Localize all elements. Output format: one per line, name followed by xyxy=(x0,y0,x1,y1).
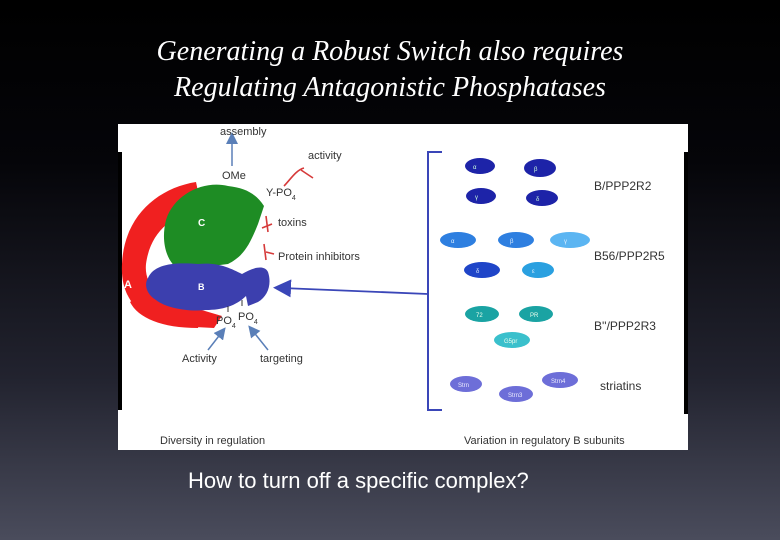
slide-title-line-2: Regulating Antagonistic Phosphatases xyxy=(174,72,606,103)
slide-title: Generating a Robust Switch also requires… xyxy=(40,34,740,106)
activity-inhibition-bar xyxy=(300,169,314,179)
toxins-inhibition-bar xyxy=(265,215,269,233)
family-blob-label: δ xyxy=(536,197,540,203)
family-blob xyxy=(494,332,530,348)
subunit-a-shape xyxy=(121,182,222,328)
po4-left-label: PO4 xyxy=(216,315,236,330)
toxins-label: toxins xyxy=(278,217,307,229)
pp2a-regulation-figure: A B C assembly OMe Y-PO4 activity toxins… xyxy=(118,124,688,450)
activity-up-arrow xyxy=(207,327,226,351)
family-blob xyxy=(465,306,499,322)
activity-inhibition-line xyxy=(283,167,305,187)
family-blob-label: γ xyxy=(475,195,478,201)
family-label-striatins: striatins xyxy=(600,379,641,393)
family-blob xyxy=(550,232,590,248)
diversity-caption: Diversity in regulation xyxy=(160,435,265,447)
family-blob xyxy=(464,262,500,278)
variation-caption: Variation in regulatory B subunits xyxy=(464,435,625,447)
family-blob-label: 72 xyxy=(476,313,483,319)
family-blob xyxy=(524,159,556,177)
family-b-ppp2r2: α β γ δ B/PPP2R2 xyxy=(465,158,652,206)
family-blob xyxy=(466,188,496,204)
family-blob-label: β xyxy=(534,167,538,173)
b-subunit-pointer-arrow xyxy=(273,279,429,298)
family-blob xyxy=(498,232,534,248)
family-blob xyxy=(542,372,578,388)
family-label-b-ppp2r2: B/PPP2R2 xyxy=(594,179,652,193)
family-blob xyxy=(450,376,482,392)
targeting-up-arrow xyxy=(248,325,269,351)
slide-title-line-1: Generating a Robust Switch also requires xyxy=(156,36,624,67)
family-blob xyxy=(519,306,553,322)
family-blob xyxy=(465,158,495,174)
b-subunit-bracket xyxy=(427,151,442,411)
family-blob-label: Strn3 xyxy=(508,393,523,399)
family-blob-label: ε xyxy=(532,269,535,275)
family-blob-label: β xyxy=(510,239,514,245)
assembly-label: assembly xyxy=(220,126,267,138)
ypo4-label: Y-PO4 xyxy=(266,187,296,202)
ome-label: OMe xyxy=(222,170,246,182)
protein-inhibitors-label: Protein inhibitors xyxy=(278,251,360,263)
family-blob xyxy=(499,386,533,402)
protein-inhibition-bar xyxy=(263,243,267,261)
protein-inhibition-line xyxy=(265,251,275,255)
targeting-label: targeting xyxy=(260,353,303,365)
figure-edge-bar xyxy=(118,152,122,410)
family-blob xyxy=(440,232,476,248)
family-b56-ppp2r5: α β γ δ ε B56/PPP2R5 xyxy=(440,232,665,278)
family-blob-label: γ xyxy=(564,239,567,245)
family-blob-label: δ xyxy=(476,269,480,275)
family-blob xyxy=(522,262,554,278)
family-label-b56-ppp2r5: B56/PPP2R5 xyxy=(594,249,665,263)
activity-label: activity xyxy=(308,150,342,162)
family-striatins: Strn Strn3 Strn4 striatins xyxy=(450,372,641,402)
subunit-b-label: B xyxy=(198,282,205,292)
slide-caption: How to turn off a specific complex? xyxy=(188,468,529,493)
family-blob-label: α xyxy=(473,165,477,171)
family-blob-label: Strn4 xyxy=(551,379,566,385)
family-blob-label: Strn xyxy=(458,383,469,389)
figure-diagram: A B C assembly OMe Y-PO4 activity toxins… xyxy=(118,126,688,447)
family-blob-label: G5pr xyxy=(504,339,517,345)
family-blob xyxy=(526,190,558,206)
po4-right-label: PO4 xyxy=(238,311,258,326)
family-blob-label: PR xyxy=(530,313,539,319)
family-b-double-prime-ppp2r3: 72 PR G5pr B''/PPP2R3 xyxy=(465,306,656,348)
subunit-a-shape-tail xyxy=(130,294,202,328)
family-label-b-double-prime-ppp2r3: B''/PPP2R3 xyxy=(594,319,656,333)
subunit-c-label: C xyxy=(198,218,205,229)
subunit-a-label: A xyxy=(124,279,132,291)
figure-edge-bar-right xyxy=(684,152,688,414)
subunit-b-shape xyxy=(146,263,270,311)
activity-bottom-label: Activity xyxy=(182,353,217,365)
subunit-c-shape xyxy=(163,184,264,270)
family-blob-label: α xyxy=(451,239,455,245)
